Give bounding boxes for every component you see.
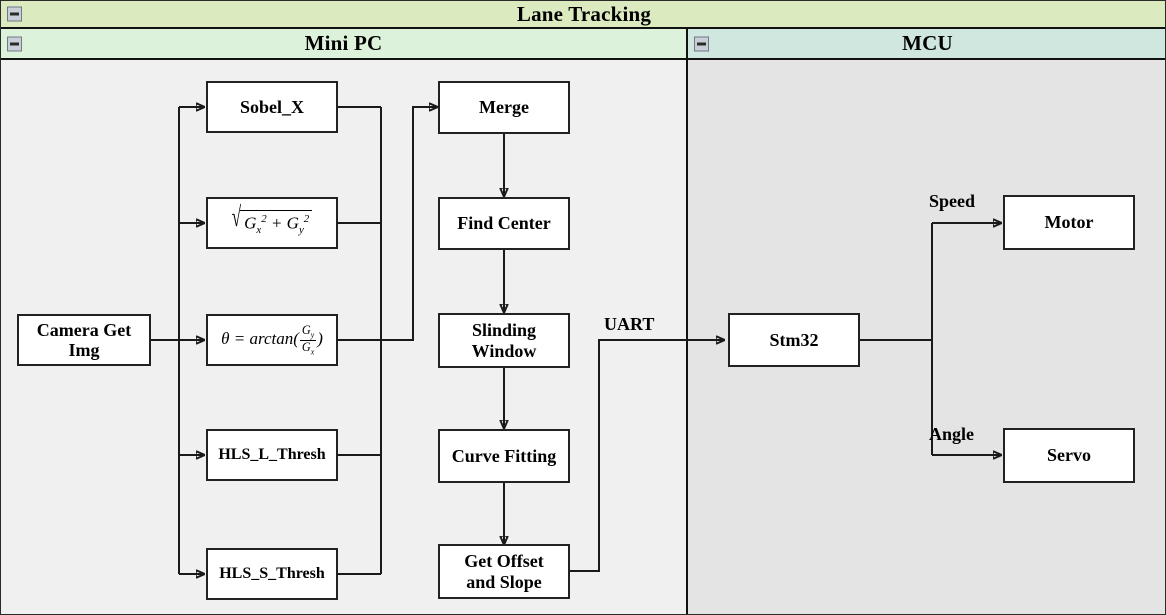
node-sobel-x[interactable]: Sobel_X — [206, 81, 338, 133]
minipc-title: Mini PC — [304, 31, 383, 55]
sqrt-expression: √ Gx2 + Gy2 — [232, 203, 313, 236]
node-gradient-magnitude[interactable]: √ Gx2 + Gy2 — [206, 197, 338, 249]
node-motor[interactable]: Motor — [1003, 195, 1135, 250]
node-hls-l-label: HLS_L_Thresh — [218, 446, 326, 464]
node-motor-label: Motor — [1044, 212, 1094, 233]
node-hls-s-thresh[interactable]: HLS_S_Thresh — [206, 548, 338, 600]
node-stm32-label: Stm32 — [769, 329, 819, 350]
node-hls-l-thresh[interactable]: HLS_L_Thresh — [206, 429, 338, 481]
collapse-minus-icon[interactable] — [7, 6, 22, 22]
minipc-titlebar: Mini PC — [1, 29, 688, 60]
node-sliding-window[interactable]: Slinding Window — [438, 313, 570, 368]
node-camera-line2: Img — [68, 340, 100, 360]
node-find-center[interactable]: Find Center — [438, 197, 570, 250]
page-title: Lane Tracking — [516, 1, 652, 26]
node-curve-fitting[interactable]: Curve Fitting — [438, 429, 570, 483]
node-offset-line2: and Slope — [466, 571, 542, 592]
edge-label-angle: Angle — [929, 424, 974, 444]
root-titlebar: Lane Tracking — [1, 1, 1165, 29]
edge-label-speed: Speed — [929, 191, 976, 211]
edge-label-uart: UART — [604, 314, 655, 334]
node-curve-fitting-label: Curve Fitting — [451, 445, 557, 466]
node-sobel-x-label: Sobel_X — [239, 96, 304, 117]
node-get-offset-and-slope[interactable]: Get Offset and Slope — [438, 544, 570, 599]
node-find-center-label: Find Center — [457, 213, 551, 234]
node-stm32[interactable]: Stm32 — [728, 313, 860, 367]
arctan-expression: θ = arctan( Gy Gx ) — [221, 322, 323, 356]
mcu-titlebar: MCU — [688, 29, 1165, 60]
radical-sign: √ — [231, 201, 242, 233]
node-sliding-line1: Slinding — [471, 320, 537, 341]
collapse-minus-icon[interactable] — [7, 36, 22, 51]
node-merge-label: Merge — [479, 97, 529, 118]
node-sliding-line2: Window — [471, 340, 537, 361]
collapse-minus-icon[interactable] — [694, 36, 709, 51]
node-hls-s-label: HLS_S_Thresh — [219, 565, 325, 583]
node-servo-label: Servo — [1047, 445, 1091, 466]
node-camera-line1: Camera Get — [36, 319, 132, 340]
node-merge[interactable]: Merge — [438, 81, 570, 134]
node-offset-line1: Get Offset — [464, 551, 544, 572]
node-camera-get-img[interactable]: Camera Get Img — [17, 314, 151, 366]
node-servo[interactable]: Servo — [1003, 428, 1135, 483]
node-gradient-direction[interactable]: θ = arctan( Gy Gx ) — [206, 314, 338, 366]
mcu-title: MCU — [902, 31, 953, 55]
